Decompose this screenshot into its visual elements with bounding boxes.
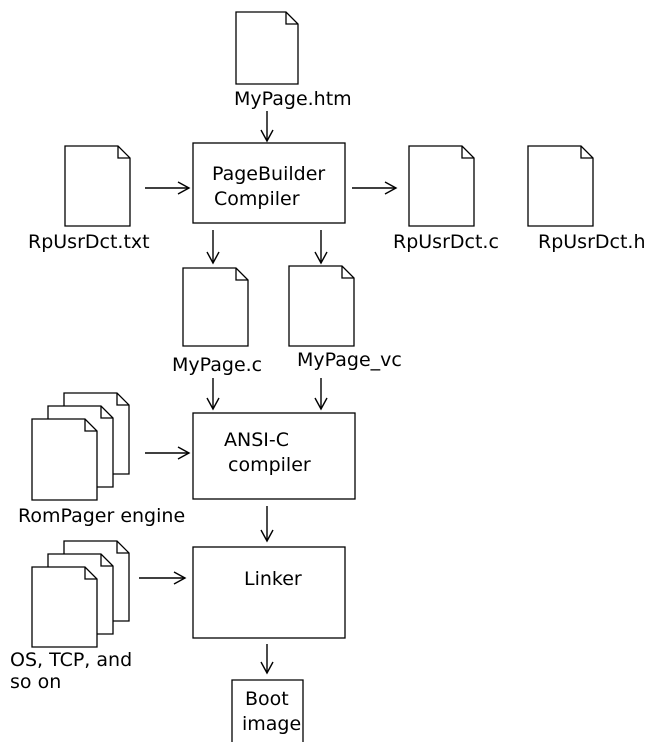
- mypage-htm-document-icon: [235, 11, 299, 85]
- pagebuilder-label-line2: Compiler: [214, 188, 300, 210]
- rpusrdct-txt-document-icon: [64, 145, 131, 227]
- boot-image-label-line2: image: [242, 713, 301, 735]
- rpusrdct-c-document-icon: [408, 145, 475, 227]
- mypage-vc-label: MyPage_vc: [297, 349, 402, 371]
- os-tcp-document-stack-icon: [31, 540, 130, 648]
- linker-box: [192, 546, 346, 639]
- os-tcp-label-line2: so on: [10, 671, 61, 693]
- pagebuilder-label-line1: PageBuilder: [212, 163, 325, 185]
- rompager-engine-document-stack-icon: [31, 392, 130, 501]
- pagebuilder-compiler-box: [192, 142, 346, 224]
- rpusrdct-h-label: RpUsrDct.h: [538, 231, 646, 253]
- linker-label: Linker: [244, 568, 302, 590]
- rpusrdct-h-document-icon: [527, 145, 594, 227]
- boot-image-label-line1: Boot: [245, 688, 289, 710]
- rompager-engine-label: RomPager engine: [18, 505, 185, 527]
- ansi-c-compiler-box: [192, 412, 356, 500]
- ansi-c-label-line1: ANSI-C: [224, 429, 289, 451]
- mypage-htm-label: MyPage.htm: [234, 88, 352, 110]
- mypage-vc-document-icon: [288, 265, 355, 347]
- mypage-c-document-icon: [182, 267, 249, 347]
- os-tcp-label-line1: OS, TCP, and: [10, 649, 132, 671]
- ansi-c-label-line2: compiler: [228, 454, 311, 476]
- boot-image-box: [231, 679, 304, 742]
- mypage-c-label: MyPage.c: [172, 354, 262, 376]
- rpusrdct-txt-label: RpUsrDct.txt: [28, 231, 150, 253]
- rpusrdct-c-label: RpUsrDct.c: [393, 231, 499, 253]
